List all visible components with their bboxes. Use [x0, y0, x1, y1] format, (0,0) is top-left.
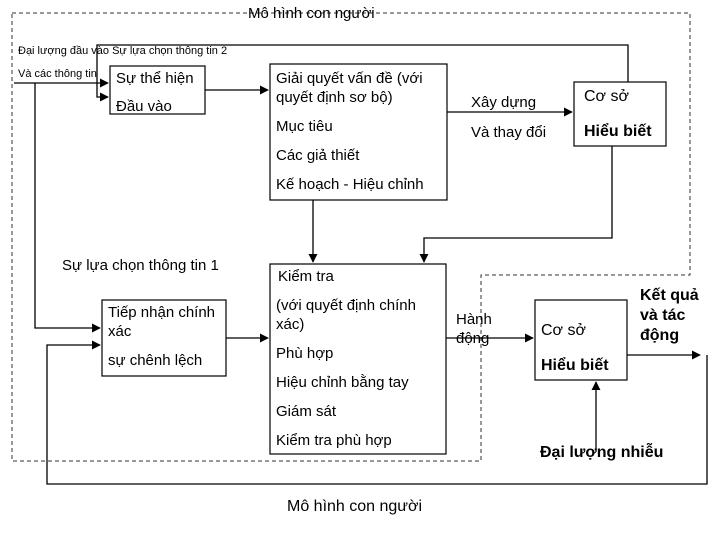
- decision-box: [269, 63, 448, 201]
- knowledge-to-check-arrow: [419, 146, 613, 263]
- output-feedback-arrow: [46, 340, 708, 485]
- input-to-reception-arrow: [34, 83, 101, 333]
- check-item-monitor: Giám sát: [276, 403, 337, 420]
- inputs-label-2: Và các thông tin: [18, 68, 97, 80]
- build-label: Xây dựng: [471, 94, 537, 111]
- action-label: Hành động: [456, 311, 492, 347]
- plant-line2: Hiểu biết: [541, 357, 609, 374]
- noise-label: Đại lượng nhiễu: [540, 444, 664, 461]
- input-box-line1: Sự thể hiện: [116, 70, 194, 87]
- check-title: Kiểm tra: [278, 268, 334, 285]
- knowledge-line2: Hiểu biết: [584, 123, 652, 140]
- inputs-label: Đại lượng đầu vào Sự lựa chọn thông tin …: [18, 45, 228, 57]
- decision-item-goal: Mục tiêu: [276, 118, 333, 135]
- top-title: Mô hình con người: [248, 5, 375, 22]
- knowledge-line1: Cơ sở: [584, 88, 629, 105]
- decision-item-plan: Kế hoạch - Hiệu chỉnh: [276, 176, 424, 193]
- change-label: Và thay đổi: [471, 124, 547, 141]
- bottom-title: Mô hình con người: [287, 498, 423, 515]
- reception-line1: Tiếp nhận chính xác: [108, 304, 216, 340]
- knowledge-box: [573, 81, 667, 147]
- plant-line1: Cơ sở: [541, 322, 586, 339]
- check-item-fit: Phù hợp: [276, 345, 334, 362]
- reception-line2: sự chênh lệch: [108, 352, 203, 369]
- info-choice-1-label: Sự lựa chọn thông tin 1: [62, 257, 219, 274]
- decision-title: Giải quyết vấn đề (với quyết định sơ bộ): [276, 70, 423, 106]
- result-label: Kết quả và tác động: [640, 287, 699, 344]
- check-box: [269, 263, 447, 455]
- feedback-top-arrow: [96, 44, 629, 102]
- decision-item-assumptions: Các giả thiết: [276, 147, 360, 164]
- check-item-conformity: Kiểm tra phù hợp: [276, 432, 392, 449]
- check-item-exact: (với quyết định chính xác): [276, 297, 416, 333]
- human-model-boundary: [11, 12, 691, 462]
- input-box-line2: Đầu vào: [116, 98, 172, 115]
- plant-box: [534, 299, 628, 381]
- check-item-manual: Hiệu chỉnh bằng tay: [276, 374, 409, 391]
